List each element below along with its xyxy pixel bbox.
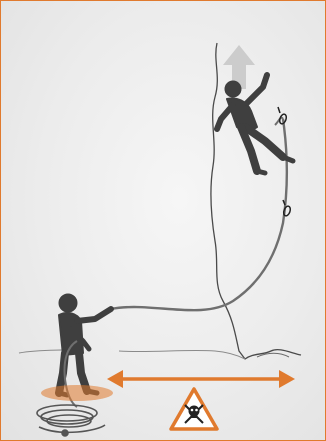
belayer-figure xyxy=(59,294,111,395)
distance-arrow-icon xyxy=(107,370,295,388)
ground-line xyxy=(19,349,245,359)
skull-warning-icon xyxy=(171,389,217,429)
rope xyxy=(111,119,287,310)
belayer-highlight xyxy=(41,385,113,401)
rope-coil xyxy=(37,405,105,436)
